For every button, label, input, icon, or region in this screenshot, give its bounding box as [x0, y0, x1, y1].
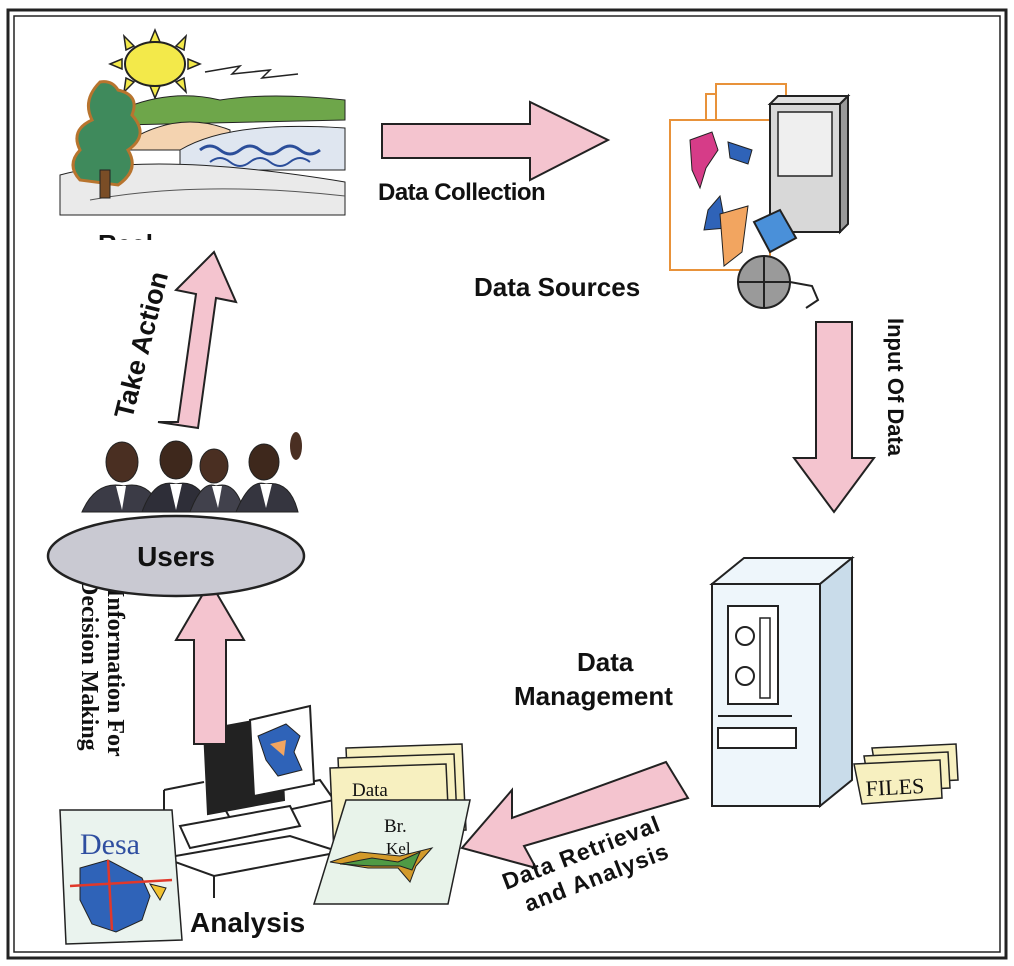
analysis-workstation-icon — [160, 704, 341, 898]
real-world-scene-icon — [59, 28, 346, 216]
analysis-label: Analysis — [190, 907, 305, 938]
data-collection-label: Data Collection — [378, 179, 545, 206]
label-clip-mask — [80, 240, 220, 260]
data-management-label-line2: Management — [514, 681, 673, 711]
map-desa-label: Desa — [80, 828, 140, 861]
data-retrieval-arrow — [460, 760, 690, 870]
take-action-arrow — [157, 250, 238, 430]
data-management-server-icon — [709, 555, 855, 809]
users-ellipse — [46, 514, 306, 598]
map-br-label: Br. — [384, 816, 407, 837]
desa-map-icon — [59, 809, 183, 945]
data-management-label-line1: Data — [577, 647, 634, 677]
outer-frame — [6, 8, 1008, 960]
info-decision-label-line2: Decision Making — [76, 578, 102, 751]
take-action-label: Take Action — [109, 269, 174, 422]
data-collection-arrow — [381, 100, 611, 182]
files-cards-icon — [853, 743, 959, 805]
map-kel-label: Kel — [386, 839, 411, 858]
inner-frame — [13, 15, 1001, 953]
files-label: FILES — [865, 773, 925, 801]
data-sources-label: Data Sources — [474, 272, 640, 302]
input-of-data-label: Input Of Data — [883, 318, 908, 457]
br-kel-map-icon — [312, 799, 471, 905]
input-of-data-arrow — [792, 321, 876, 514]
information-decision-arrow — [174, 580, 246, 745]
data-sources-icon — [669, 83, 851, 309]
info-decision-label-line1: Information For — [102, 588, 128, 757]
users-label: Users — [137, 541, 215, 572]
users-group-icon — [81, 432, 302, 513]
card-data-label: Data — [352, 780, 388, 801]
